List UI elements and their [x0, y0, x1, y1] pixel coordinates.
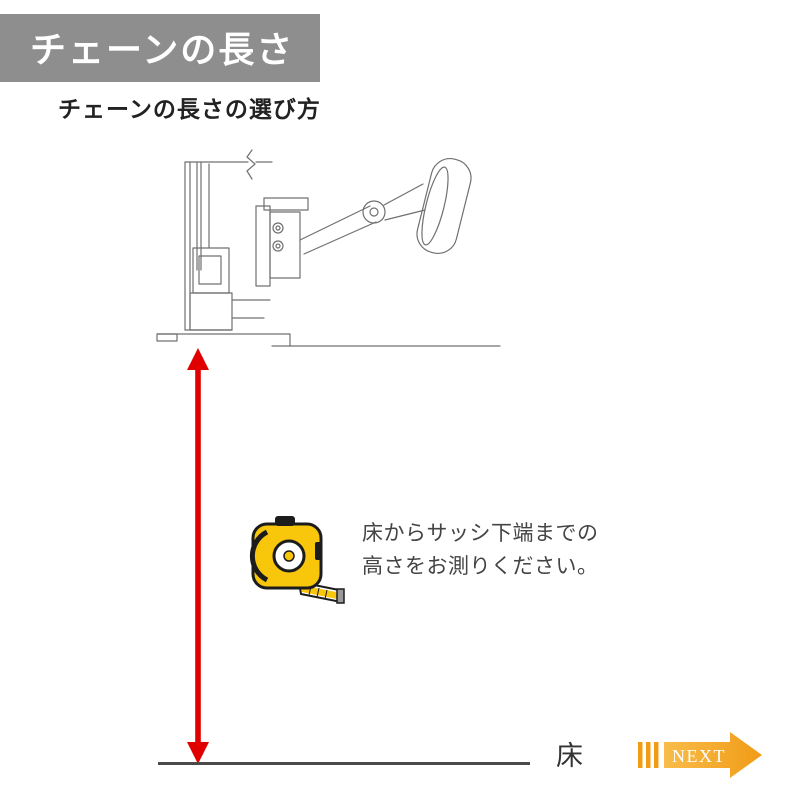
break-line	[246, 149, 256, 180]
tape-measure-icon	[243, 512, 348, 607]
next-label: NEXT	[672, 746, 726, 766]
instruction-line-1: 床からサッシ下端までの	[362, 522, 599, 545]
title-badge: チェーンの長さ	[0, 14, 321, 82]
window-sash-technical-drawing	[156, 149, 501, 347]
arrowhead-down	[187, 742, 209, 764]
arrowhead-up	[187, 348, 209, 370]
next-speed-bars	[638, 742, 659, 768]
measurement-arrow	[187, 348, 209, 764]
instruction-text: 床からサッシ下端までの 高さをお測りください。	[362, 518, 599, 583]
next-button[interactable]: NEXT	[638, 729, 764, 781]
floor-label: 床	[556, 741, 583, 771]
subtitle: チェーンの長さの選び方	[58, 96, 321, 122]
instruction-line-2: 高さをお測りください。	[362, 554, 599, 578]
title-badge-text: チェーンの長さ	[30, 29, 295, 70]
next-arrow-shape	[664, 732, 762, 778]
arrow-shaft	[195, 368, 201, 744]
floor-line	[158, 762, 530, 765]
